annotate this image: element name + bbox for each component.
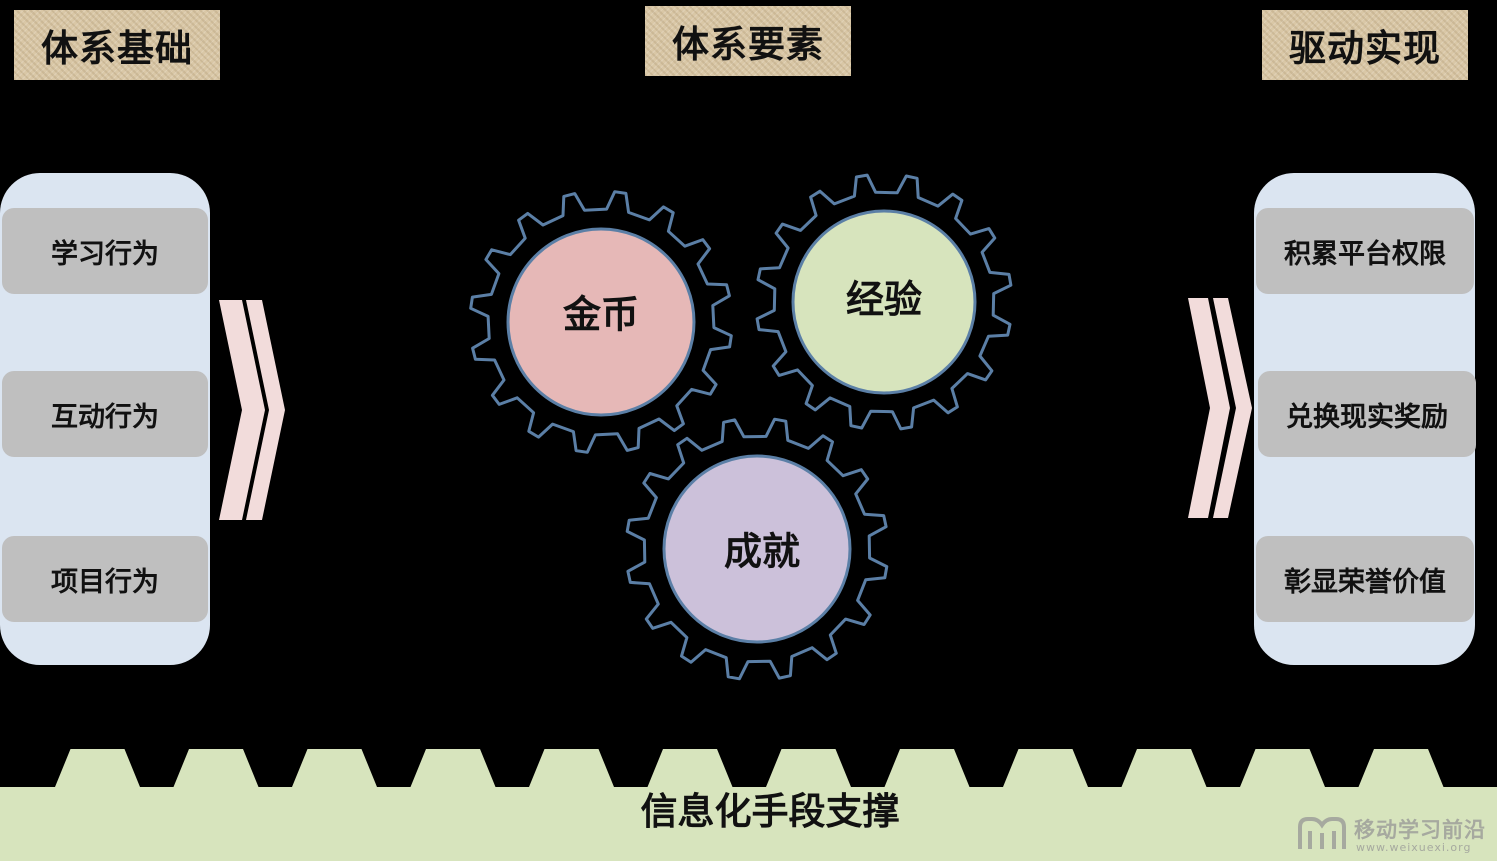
realization-item-label: 彰显荣誉价值: [1284, 566, 1446, 598]
watermark-name: 移动学习前沿: [1354, 818, 1486, 842]
right-chevron-inner: [1213, 298, 1252, 518]
realization-item-permissions: 积累平台权限: [1256, 208, 1474, 294]
gear-achievement-teeth: [625, 417, 889, 681]
gear-achievement: [625, 417, 889, 681]
realization-item-label: 积累平台权限: [1284, 238, 1446, 270]
watermark-url: www.weixuexi.org: [1356, 841, 1472, 854]
left-chevron-inner: [246, 300, 285, 520]
gear-gold-coin-teeth: [469, 190, 733, 454]
gear-experience-label: 经验: [845, 277, 923, 322]
gear-gold-coin: [469, 190, 733, 454]
foundation-item-interaction: 互动行为: [2, 371, 208, 457]
gear-achievement-label: 成就: [723, 529, 801, 574]
footer-support-band: [0, 749, 1497, 861]
foundation-item-project: 项目行为: [2, 536, 208, 622]
header-system-foundation-text: 体系基础: [41, 27, 193, 70]
header-drive-realization-text: 驱动实现: [1289, 27, 1441, 70]
left-chevron-outer: [219, 300, 265, 520]
gear-gold-coin-core: [506, 227, 696, 417]
foundation-item-learning: 学习行为: [2, 208, 208, 294]
gear-experience-core: [791, 209, 977, 395]
foundation-item-label: 学习行为: [51, 238, 159, 270]
realization-item-honor: 彰显荣誉价值: [1256, 536, 1474, 622]
watermark: 移动学习前沿 www.weixuexi.org: [1296, 813, 1496, 857]
gear-gold-coin-label: 金币: [562, 292, 640, 337]
realization-item-label: 兑换现实奖励: [1286, 401, 1448, 433]
right-chevron-outer: [1188, 298, 1230, 518]
gear-experience-teeth: [755, 173, 1013, 431]
foundation-item-label: 项目行为: [51, 566, 159, 598]
gear-experience: [755, 173, 1013, 431]
realization-item-rewards: 兑换现实奖励: [1258, 371, 1476, 457]
watermark-logo-icon: [1298, 817, 1346, 849]
gear-achievement-core: [662, 454, 852, 644]
footer-support-text: 信息化手段支撑: [640, 790, 900, 833]
footer-support-label: 信息化手段支撑: [0, 783, 1497, 833]
foundation-item-label: 互动行为: [51, 401, 159, 433]
header-system-elements-text: 体系要素: [672, 23, 824, 66]
header-system-elements: 体系要素: [645, 6, 851, 76]
header-system-foundation: 体系基础: [14, 10, 220, 80]
header-drive-realization: 驱动实现: [1262, 10, 1468, 80]
